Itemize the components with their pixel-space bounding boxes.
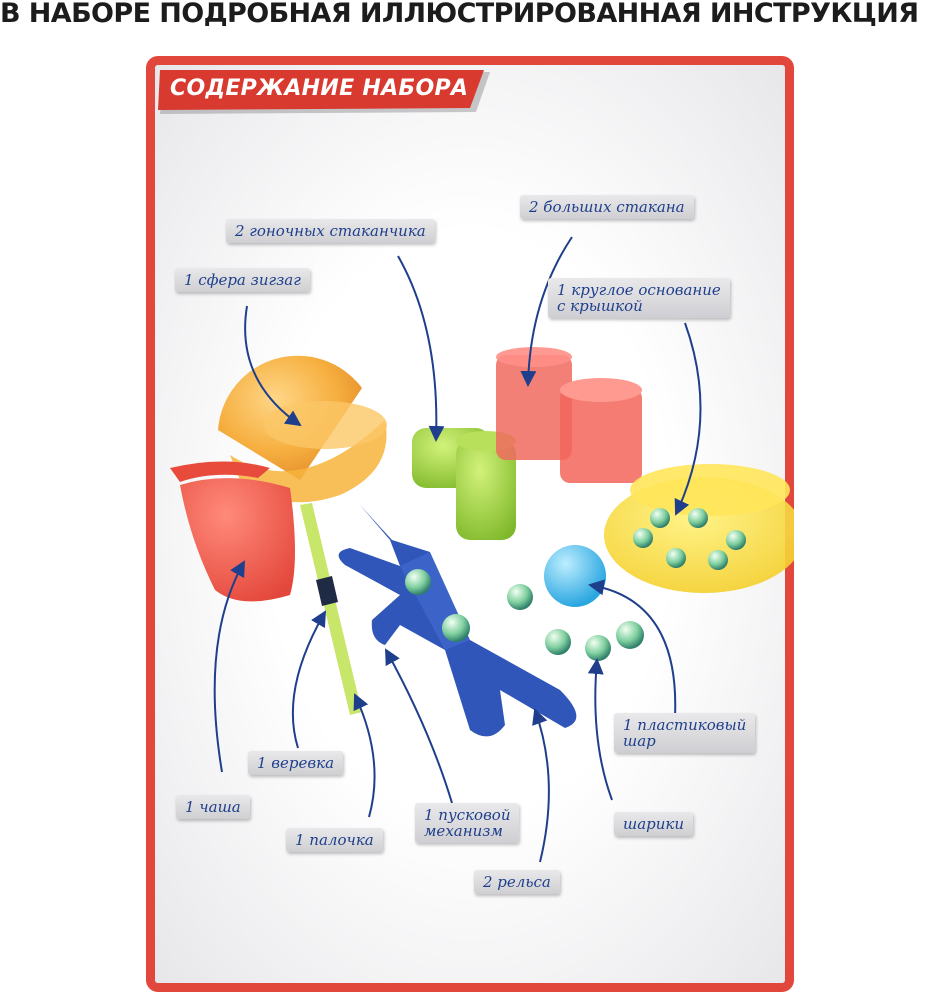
kit-illustration xyxy=(170,236,794,863)
label-text: 1 веревка xyxy=(257,754,335,772)
label-text-line2: механизм xyxy=(424,822,503,840)
label-text-line1: 1 пусковой xyxy=(424,806,511,824)
marbles xyxy=(405,569,644,661)
label-big-cups: 2 больших стакана xyxy=(520,195,694,219)
big-cups xyxy=(496,347,642,483)
label-racing-cups: 2 гоночных стаканчика xyxy=(226,219,435,243)
contents-banner xyxy=(158,70,490,114)
stick-rope xyxy=(300,503,362,715)
label-text-line2: с крышкой xyxy=(557,297,643,315)
label-text: 1 чаша xyxy=(185,798,241,816)
label-round-base: 1 круглое основание с крышкой xyxy=(548,278,730,318)
bowl xyxy=(170,461,295,602)
label-marbles: шарики xyxy=(614,812,694,836)
label-text: 1 сфера зигзаг xyxy=(184,271,301,289)
label-rails: 2 рельса xyxy=(474,870,560,894)
label-text-line2: шар xyxy=(623,732,656,750)
label-text: 2 больших стакана xyxy=(529,198,685,216)
banner-title: СОДЕРЖАНИЕ НАБОРА xyxy=(170,76,469,101)
label-text-line1: 1 круглое основание xyxy=(557,281,721,299)
headline: В НАБОРЕ ПОДРОБНАЯ ИЛЛЮСТРИРОВАННАЯ ИНСТ… xyxy=(0,0,919,29)
round-base xyxy=(604,464,794,593)
label-text: 1 палочка xyxy=(295,831,374,849)
label-rope: 1 веревка xyxy=(248,751,344,775)
label-text-line1: 1 пластиковый xyxy=(623,716,747,734)
plastic-ball xyxy=(544,545,606,607)
label-launcher: 1 пусковой механизм xyxy=(415,803,520,843)
label-bowl: 1 чаша xyxy=(176,795,250,819)
label-text: шарики xyxy=(623,815,685,833)
pointer-arrows xyxy=(213,236,702,863)
label-text: 2 гоночных стаканчика xyxy=(235,222,426,240)
label-zigzag-sphere: 1 сфера зигзаг xyxy=(175,268,310,292)
label-stick: 1 палочка xyxy=(286,828,383,852)
label-plastic-ball: 1 пластиковый шар xyxy=(614,713,756,753)
label-text: 2 рельса xyxy=(483,873,551,891)
